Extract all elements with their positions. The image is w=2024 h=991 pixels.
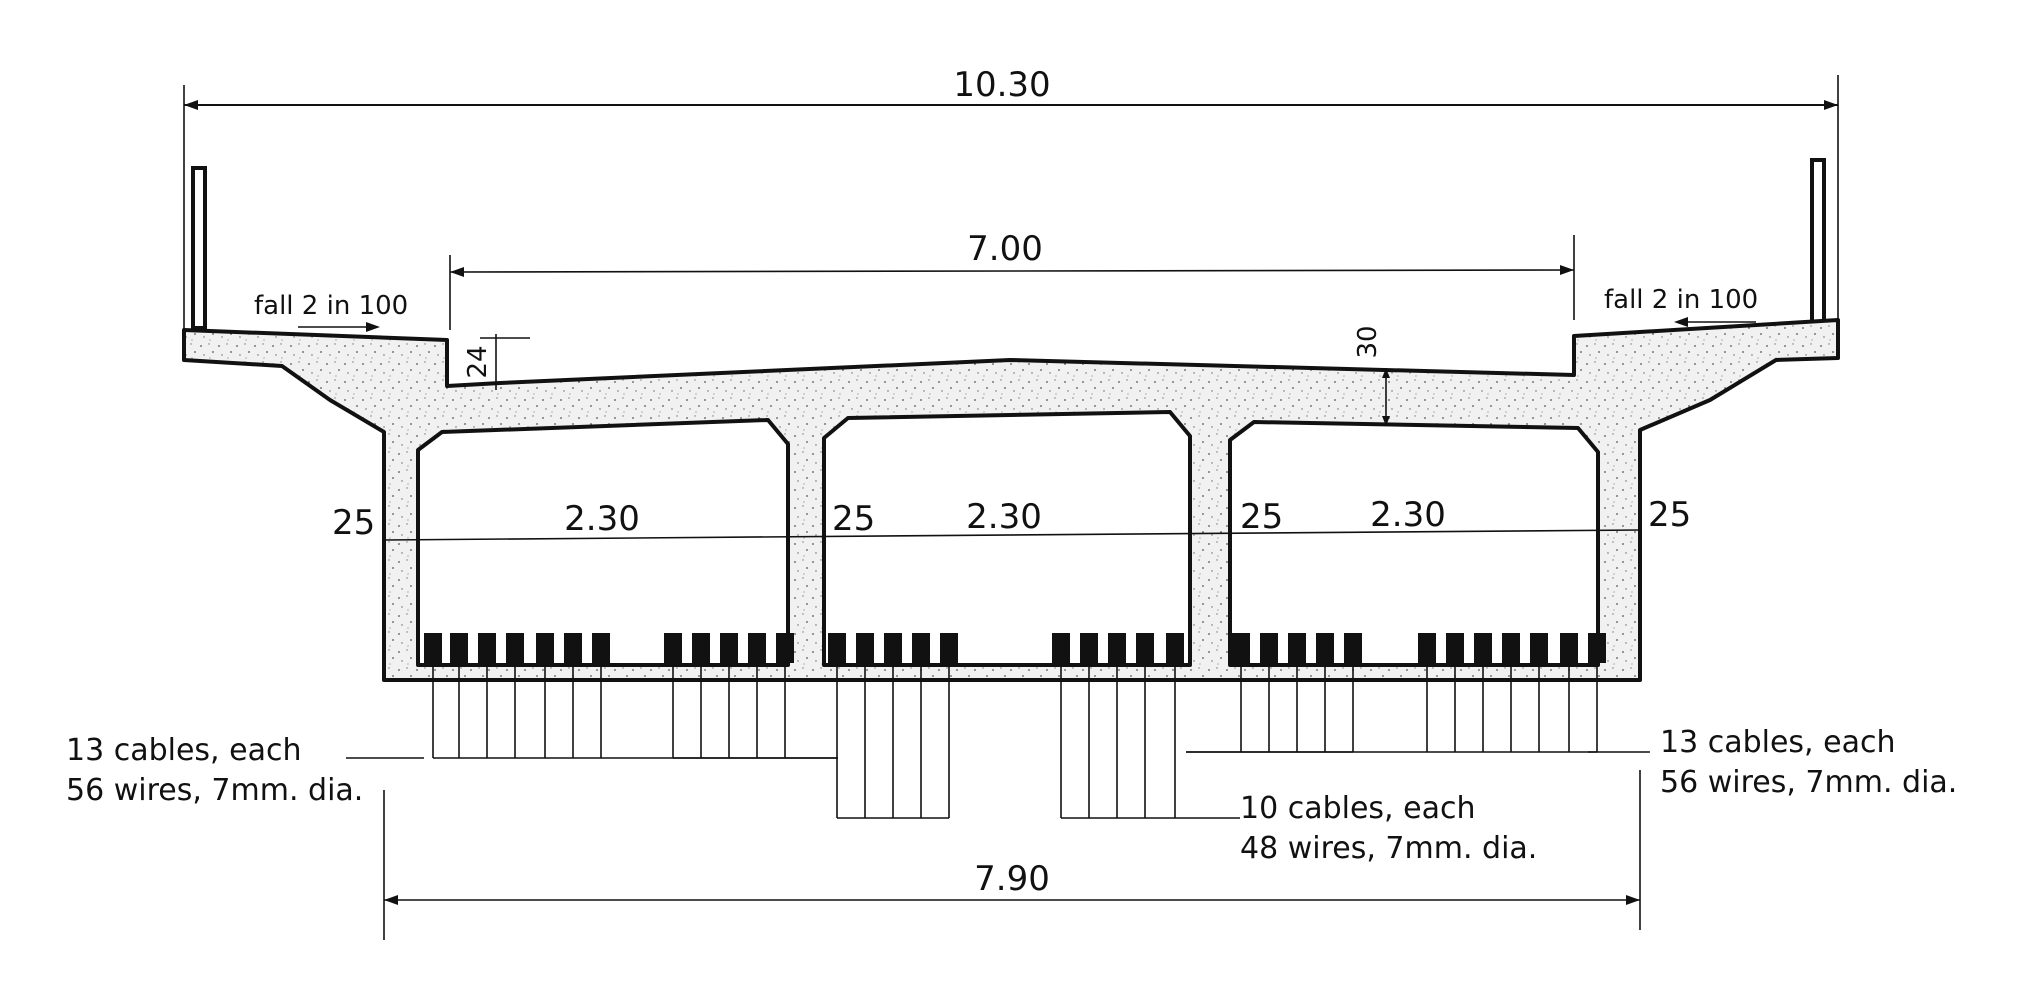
cell-width-label-1: 2.30 bbox=[564, 499, 640, 539]
tendon-block-30 bbox=[1474, 633, 1492, 663]
cell-dimension-line: 25 2.30 25 2.30 25 2.30 25 bbox=[332, 495, 1691, 543]
roadway-width-label: 7.00 bbox=[967, 229, 1043, 269]
tendon-block-16 bbox=[912, 633, 930, 663]
fall-left: fall 2 in 100 bbox=[254, 291, 408, 332]
slab-thickness-label: 30 bbox=[1353, 325, 1383, 358]
web-thickness-label-3: 25 bbox=[1240, 497, 1283, 537]
tendon-block-3 bbox=[478, 633, 496, 663]
tendon-block-32 bbox=[1530, 633, 1548, 663]
slab-thickness-dimension: 30 bbox=[1353, 325, 1390, 426]
tendon-group bbox=[424, 633, 1606, 663]
tendon-block-6 bbox=[564, 633, 582, 663]
kerb-height-dimension: 24 bbox=[463, 334, 530, 390]
cell-width-label-3: 2.30 bbox=[1370, 495, 1446, 535]
tendon-block-20 bbox=[1108, 633, 1126, 663]
tendon-block-4 bbox=[506, 633, 524, 663]
web-thickness-label-4: 25 bbox=[1648, 495, 1691, 535]
cable-note-center: 10 cables, each 48 wires, 7mm. dia. bbox=[1240, 791, 1537, 866]
overall-width-label: 10.30 bbox=[953, 65, 1050, 105]
tendon-block-8 bbox=[664, 633, 682, 663]
tendon-block-21 bbox=[1136, 633, 1154, 663]
cell-void-middle bbox=[822, 410, 1192, 667]
cable-note-left-line1: 13 cables, each bbox=[66, 733, 301, 768]
tendon-block-26 bbox=[1316, 633, 1334, 663]
tendon-leader-lines bbox=[346, 663, 1650, 819]
tendon-block-12 bbox=[776, 633, 794, 663]
tendon-block-23 bbox=[1232, 633, 1250, 663]
tendon-block-34 bbox=[1588, 633, 1606, 663]
kerb-height-label: 24 bbox=[463, 345, 493, 378]
fall-left-label: fall 2 in 100 bbox=[254, 291, 408, 321]
tendon-block-13 bbox=[828, 633, 846, 663]
tendon-block-1 bbox=[424, 633, 442, 663]
tendon-block-22 bbox=[1166, 633, 1184, 663]
cable-note-left: 13 cables, each 56 wires, 7mm. dia. bbox=[66, 733, 363, 808]
left-parapet-post bbox=[191, 166, 207, 330]
web-thickness-label-1: 25 bbox=[332, 503, 375, 543]
cell-void-left bbox=[416, 418, 790, 667]
fall-right-label: fall 2 in 100 bbox=[1604, 285, 1758, 315]
tendon-block-33 bbox=[1560, 633, 1578, 663]
tendon-block-11 bbox=[748, 633, 766, 663]
tendon-block-19 bbox=[1080, 633, 1098, 663]
tendon-block-7 bbox=[592, 633, 610, 663]
right-parapet-post bbox=[1810, 158, 1826, 324]
tendon-block-29 bbox=[1446, 633, 1464, 663]
tendon-block-31 bbox=[1502, 633, 1520, 663]
cable-note-right-line1: 13 cables, each bbox=[1660, 725, 1895, 760]
web-thickness-label-2: 25 bbox=[832, 499, 875, 539]
tendon-block-9 bbox=[692, 633, 710, 663]
cell-void-right bbox=[1228, 420, 1600, 667]
tendon-block-10 bbox=[720, 633, 738, 663]
cable-note-left-line2: 56 wires, 7mm. dia. bbox=[66, 773, 363, 808]
roadway-width-dimension: 7.00 bbox=[449, 229, 1575, 330]
fall-right: fall 2 in 100 bbox=[1604, 285, 1758, 327]
cable-note-center-line1: 10 cables, each bbox=[1240, 791, 1475, 826]
bottom-width-dimension: 7.90 bbox=[383, 770, 1641, 940]
tendon-block-5 bbox=[536, 633, 554, 663]
tendon-block-28 bbox=[1418, 633, 1436, 663]
overall-width-dimension: 10.30 bbox=[183, 65, 1839, 330]
cable-note-right-line2: 56 wires, 7mm. dia. bbox=[1660, 765, 1957, 800]
tendon-block-18 bbox=[1052, 633, 1070, 663]
bottom-width-label: 7.90 bbox=[974, 859, 1050, 899]
cell-width-label-2: 2.30 bbox=[966, 497, 1042, 537]
tendon-block-14 bbox=[856, 633, 874, 663]
tendon-block-24 bbox=[1260, 633, 1278, 663]
cable-note-center-line2: 48 wires, 7mm. dia. bbox=[1240, 831, 1537, 866]
tendon-block-2 bbox=[450, 633, 468, 663]
cable-note-right: 13 cables, each 56 wires, 7mm. dia. bbox=[1660, 725, 1957, 800]
tendon-block-15 bbox=[884, 633, 902, 663]
tendon-block-25 bbox=[1288, 633, 1306, 663]
tendon-block-27 bbox=[1344, 633, 1362, 663]
tendon-block-17 bbox=[940, 633, 958, 663]
